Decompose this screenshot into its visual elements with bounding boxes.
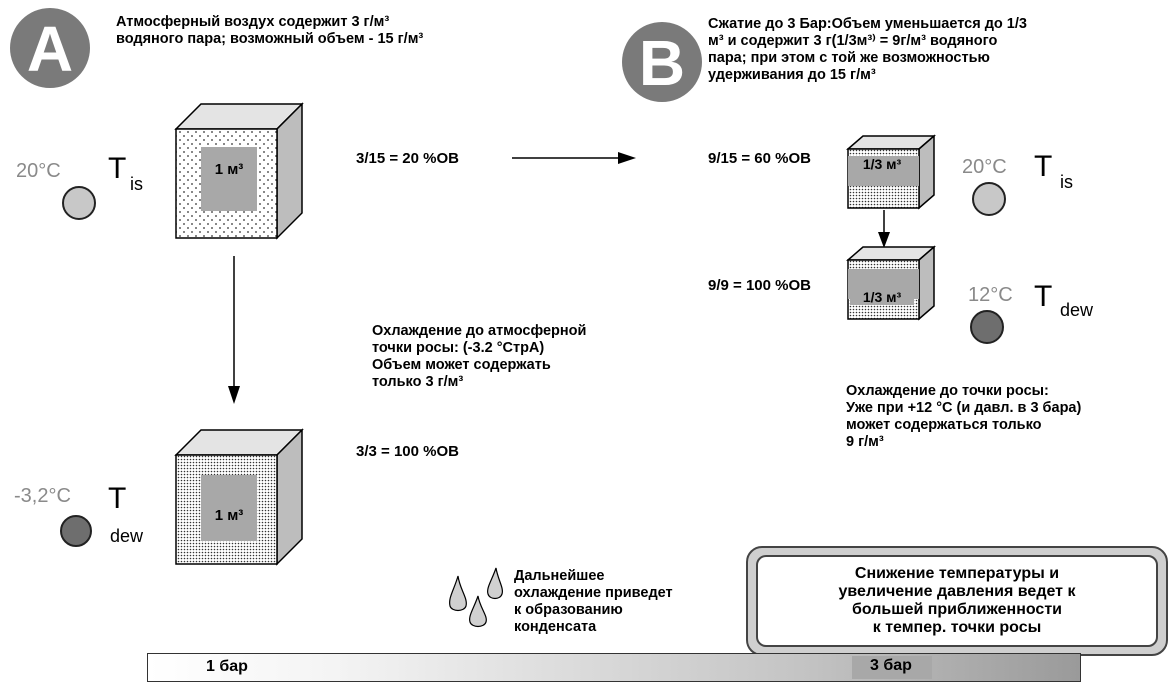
t-sub-a-bottom: dew: [110, 526, 144, 546]
t-sub-b-top: is: [1060, 172, 1073, 192]
pressure-bar: 1 бар 3 бар: [147, 653, 1081, 682]
summary-box-inner: Снижение температуры и увеличение давлен…: [756, 555, 1158, 647]
cube-a-normal-label: 1 м³: [202, 161, 256, 178]
arrow-down-b: [878, 210, 890, 248]
summary-box: Снижение температуры и увеличение давлен…: [746, 546, 1168, 656]
cube-a-cooled: [174, 428, 304, 566]
temp-b-ambient: 20°C: [962, 156, 1007, 178]
ratio-b-top: 9/15 = 60 %ОВ: [708, 150, 811, 167]
t-symbol-b-bottom: T: [1034, 280, 1053, 313]
temp-b-dew: 12°C: [968, 284, 1013, 306]
cube-b-cooled: [846, 245, 936, 321]
pressure-3-bar-label: 3 бар: [852, 656, 932, 679]
cooling-note-a: Охлаждение до атмосферной точки росы: (-…: [372, 323, 587, 390]
temp-a-ambient: 20°C: [16, 160, 61, 182]
cube-b-cooled-label: 1/3 м³: [850, 289, 914, 305]
arrow-down-a: [228, 256, 240, 404]
arrow-right: [512, 152, 636, 164]
cube-b-compressed: [846, 134, 936, 210]
temp-a-dew: -3,2°C: [14, 485, 71, 507]
t-sub-a-top: is: [130, 174, 143, 194]
condensate-note: Дальнейшее охлаждение приведет к образов…: [514, 568, 673, 635]
t-symbol-a-bottom: T: [108, 482, 127, 515]
temp-dot-a-dew: [60, 515, 92, 547]
cube-a-normal: [174, 102, 304, 240]
t-symbol-b-top: T: [1034, 150, 1053, 183]
ratio-b-bottom: 9/9 = 100 %ОВ: [708, 277, 811, 294]
temp-dot-b-dew: [970, 310, 1004, 344]
panel-b-header: Сжатие до 3 Бар:Объем уменьшается до 1/3…: [708, 16, 1027, 83]
badge-b: B: [622, 22, 702, 102]
temp-dot-b-ambient: [972, 182, 1006, 216]
cube-b-compressed-label: 1/3 м³: [850, 156, 914, 172]
droplets-icon: [449, 567, 503, 628]
summary-text: Снижение температуры и увеличение давлен…: [838, 565, 1076, 636]
t-symbol-a-top: T: [108, 152, 127, 185]
t-sub-b-bottom: dew: [1060, 300, 1094, 320]
ratio-a-bottom: 3/3 = 100 %ОВ: [356, 443, 459, 460]
badge-a: A: [10, 8, 90, 88]
ratio-a-top: 3/15 = 20 %ОВ: [356, 150, 459, 167]
cooling-note-b: Охлаждение до точки росы: Уже при +12 °C…: [846, 383, 1082, 450]
temp-dot-a-ambient: [62, 186, 96, 220]
panel-a-header: Атмосферный воздух содержит 3 г/м³ водян…: [116, 14, 424, 47]
cube-a-cooled-label: 1 м³: [202, 507, 256, 524]
pressure-1-bar-label: 1 бар: [206, 658, 248, 675]
